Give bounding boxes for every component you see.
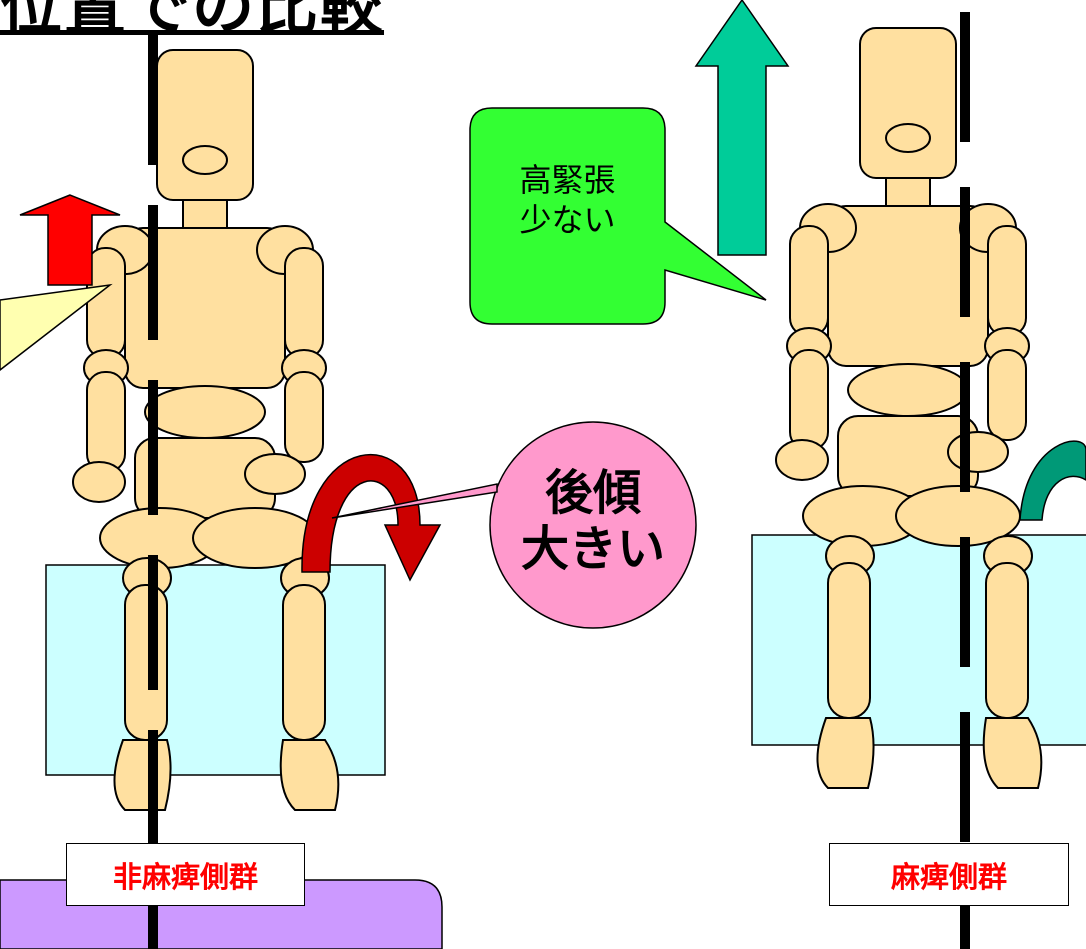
yellow-callout: [0, 283, 113, 371]
pink-callout: [489, 421, 697, 629]
pink-callout-text: 後傾 大きい: [520, 465, 665, 577]
teal-up-arrow: [694, 0, 790, 256]
pink-callout-pointer: [331, 483, 498, 519]
page-title: 位置での比較: [0, 0, 385, 43]
left-seat: [45, 564, 386, 776]
right-seat: [751, 534, 1086, 746]
teal-curved-arrow: [1019, 440, 1086, 521]
right-group-label: 麻痺側群: [829, 843, 1069, 906]
green-callout-text: 高緊張 少ない: [519, 161, 616, 239]
red-up-arrow: [19, 194, 121, 286]
green-callout: [469, 107, 767, 325]
left-group-label: 非麻痺側群: [66, 843, 305, 906]
red-curved-arrow: [301, 453, 442, 582]
